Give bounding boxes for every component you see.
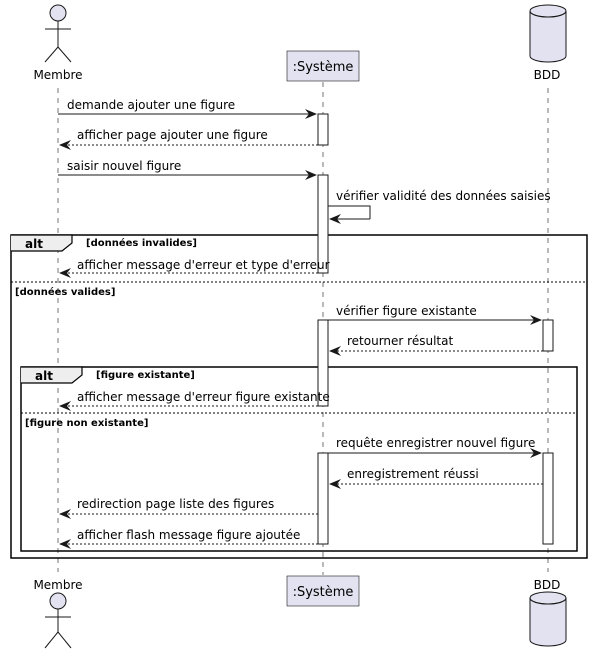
guard-donnees-invalides: [données invalides] <box>86 237 197 249</box>
activation-systeme-1 <box>317 113 329 146</box>
svg-text:afficher message d'erreur et t: afficher message d'erreur et type d'erre… <box>77 258 330 272</box>
guard-figure-existante: [figure existante] <box>96 370 195 381</box>
message-12: afficher flash message figure ajoutée <box>59 528 318 549</box>
alt-keyword-outer: alt <box>25 237 43 251</box>
database-icon <box>529 4 567 63</box>
participant-label-bdd-bottom: BDD <box>534 578 561 592</box>
actor-membre-top: Membre <box>33 4 83 82</box>
participant-systeme-top: :Système <box>286 50 360 82</box>
message-2: afficher page ajouter une figure <box>59 128 318 150</box>
message-3: saisir nouvel figure <box>58 159 317 180</box>
participant-label-membre: Membre <box>33 68 82 82</box>
message-1: demande ajouter une figure <box>58 98 317 119</box>
svg-text:redirection page liste des fig: redirection page liste des figures <box>77 497 274 511</box>
svg-text:retourner résultat: retourner résultat <box>347 334 453 348</box>
svg-text:afficher page ajouter une figu: afficher page ajouter une figure <box>77 128 268 142</box>
activation-systeme-2 <box>317 174 329 274</box>
database-bdd-top: BDD <box>529 4 567 82</box>
participant-systeme-bottom: :Système <box>286 575 360 607</box>
message-8: afficher message d'erreur figure existan… <box>59 390 330 411</box>
guard-donnees-valides: [données valides] <box>15 286 115 298</box>
svg-text:saisir nouvel figure: saisir nouvel figure <box>67 159 181 173</box>
message-9: requête enregistrer nouvel figure <box>323 436 542 458</box>
svg-text:requête enregistrer nouvel fig: requête enregistrer nouvel figure <box>336 436 535 450</box>
message-4-self: vérifier validité des données saisies <box>328 189 551 224</box>
svg-text:afficher flash message figure: afficher flash message figure ajoutée <box>77 528 300 542</box>
activation-bdd-2 <box>542 452 554 545</box>
message-6: vérifier figure existante <box>323 304 542 325</box>
actor-membre-bottom: Membre <box>33 578 83 649</box>
participant-label-bdd: BDD <box>534 68 561 82</box>
alt-keyword-inner: alt <box>35 369 53 383</box>
message-5: afficher message d'erreur et type d'erre… <box>59 258 330 278</box>
participant-label-systeme: :Système <box>293 60 354 75</box>
message-11: redirection page liste des figures <box>59 497 318 519</box>
svg-text:afficher message d'erreur figu: afficher message d'erreur figure existan… <box>77 390 330 404</box>
svg-text:demande ajouter une figure: demande ajouter une figure <box>67 98 235 112</box>
activation-systeme-4 <box>317 452 329 545</box>
database-bdd-bottom: BDD <box>529 578 567 647</box>
participant-label-systeme-bottom: :Système <box>293 585 354 600</box>
database-icon <box>529 591 567 647</box>
message-10: enregistrement réussi <box>329 467 543 489</box>
alt-fragment-outer: alt [données invalides] [données valides… <box>10 234 588 559</box>
svg-text:vérifier validité des données: vérifier validité des données saisies <box>336 189 551 203</box>
activation-bdd-1 <box>542 319 554 352</box>
participant-label-membre-bottom: Membre <box>33 578 82 592</box>
svg-text:enregistrement réussi: enregistrement réussi <box>347 467 479 481</box>
message-7: retourner résultat <box>329 334 543 356</box>
alt-fragment-inner: alt [figure existante] [figure non exist… <box>20 366 578 552</box>
actor-icon <box>44 592 72 649</box>
svg-text:vérifier figure existante: vérifier figure existante <box>336 304 477 318</box>
actor-icon <box>44 4 72 63</box>
guard-figure-non-existante: [figure non existante] <box>25 418 148 429</box>
